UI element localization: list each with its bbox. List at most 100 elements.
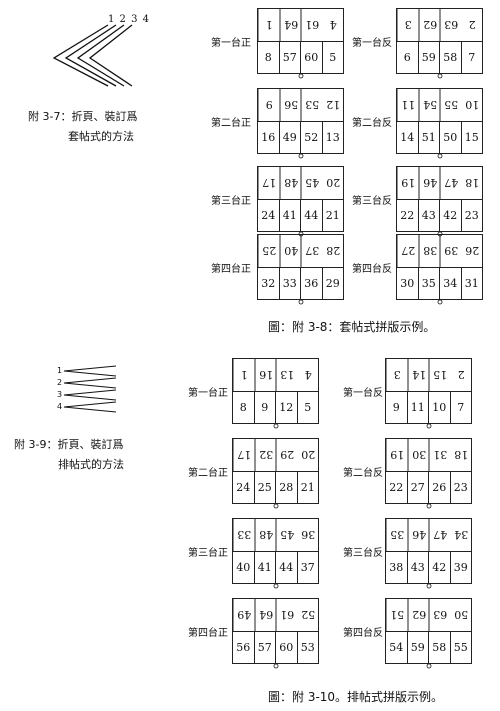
page-number: 29 [325, 276, 340, 290]
page-number: 50 [440, 121, 462, 153]
page-number: 39 [453, 560, 468, 574]
page-number-inverted: 32 [254, 439, 276, 471]
binding-mark-icon [426, 663, 431, 669]
sheet-label: 第四台反 [343, 628, 383, 639]
page-number-inverted: 20 [325, 176, 340, 190]
page-number: 59 [419, 41, 440, 73]
page-number: 25 [255, 471, 276, 503]
binding-mark-icon [426, 423, 431, 429]
page-number-inverted: 64 [279, 9, 301, 41]
page-number-inverted: 17 [233, 439, 255, 471]
page-number-inverted: 29 [276, 439, 298, 471]
page-number-inverted: 3 [397, 9, 419, 41]
fig38-caption: 圖：附 3-8：套帖式拼版示例。 [268, 320, 436, 334]
page-number: 40 [233, 551, 255, 583]
page-number: 57 [280, 41, 301, 73]
fig39-num-3: 3 [57, 390, 63, 399]
page-number: 11 [408, 391, 429, 423]
page-number: 41 [280, 199, 301, 231]
page-number: 36 [301, 267, 323, 299]
binding-mark-icon [273, 663, 278, 669]
page-number: 9 [255, 391, 276, 423]
page-number: 27 [408, 471, 429, 503]
fig39-num-4: 4 [57, 402, 63, 411]
page-number-inverted: 13 [276, 359, 298, 391]
fig39-caption-line1: 附 3-9：折頁、裝訂爲 [14, 438, 124, 451]
page-number: 23 [453, 480, 468, 494]
page-number-inverted: 48 [279, 167, 301, 199]
binding-mark-icon [298, 153, 303, 159]
page-number: 54 [386, 631, 408, 663]
page-number: 8 [233, 391, 255, 423]
page-number: 21 [300, 480, 315, 494]
sheet-label: 第四台正 [188, 628, 228, 639]
page-number-inverted: 54 [418, 89, 440, 121]
page-number: 52 [301, 121, 323, 153]
page-number-inverted: 33 [233, 519, 255, 551]
page-number: 5 [304, 400, 312, 414]
page-number-inverted: 35 [386, 519, 408, 551]
binding-mark-icon [273, 423, 278, 429]
page-number: 22 [386, 471, 408, 503]
sheet-label: 第二台正 [188, 468, 228, 479]
page-number: 7 [457, 400, 465, 414]
fig39-num-2: 2 [57, 378, 63, 387]
binding-mark-icon [298, 73, 303, 79]
page-number: 41 [255, 551, 276, 583]
fig39-caption-line2: 排帖式的方法 [58, 458, 124, 471]
page-number-inverted: 1 [258, 9, 280, 41]
page-number: 59 [408, 631, 429, 663]
page-number-inverted: 46 [418, 167, 440, 199]
page-number-inverted: 61 [276, 599, 298, 631]
page-number: 5 [329, 50, 337, 64]
page-number-inverted: 12 [325, 98, 340, 112]
binding-mark-icon [273, 503, 278, 509]
page-number-inverted: 39 [440, 235, 462, 267]
page-number: 22 [397, 199, 419, 231]
page-number-inverted: 62 [407, 599, 429, 631]
page-number-inverted: 38 [418, 235, 440, 267]
page-number: 21 [325, 208, 340, 222]
page-number: 12 [276, 391, 298, 423]
page-number: 10 [429, 391, 451, 423]
page-number-inverted: 4 [329, 18, 337, 32]
page-number-inverted: 31 [429, 439, 451, 471]
page-number-inverted: 1 [233, 359, 255, 391]
page-number: 60 [301, 41, 323, 73]
page-number: 8 [258, 41, 280, 73]
page-number-inverted: 3 [386, 359, 408, 391]
page-number-inverted: 37 [301, 235, 323, 267]
fig37-fold-numbers: 1 2 3 4 [108, 14, 150, 25]
page-number-inverted: 64 [254, 599, 276, 631]
page-number-inverted: 30 [407, 439, 429, 471]
page-number: 16 [258, 121, 280, 153]
fig310-caption: 圖：附 3-10。排帖式拼版示例。 [268, 690, 444, 704]
fig39-stacked-fold-diagram [63, 365, 117, 413]
page-number-inverted: 9 [258, 89, 280, 121]
page-number: 57 [255, 631, 276, 663]
page-number: 14 [397, 121, 419, 153]
